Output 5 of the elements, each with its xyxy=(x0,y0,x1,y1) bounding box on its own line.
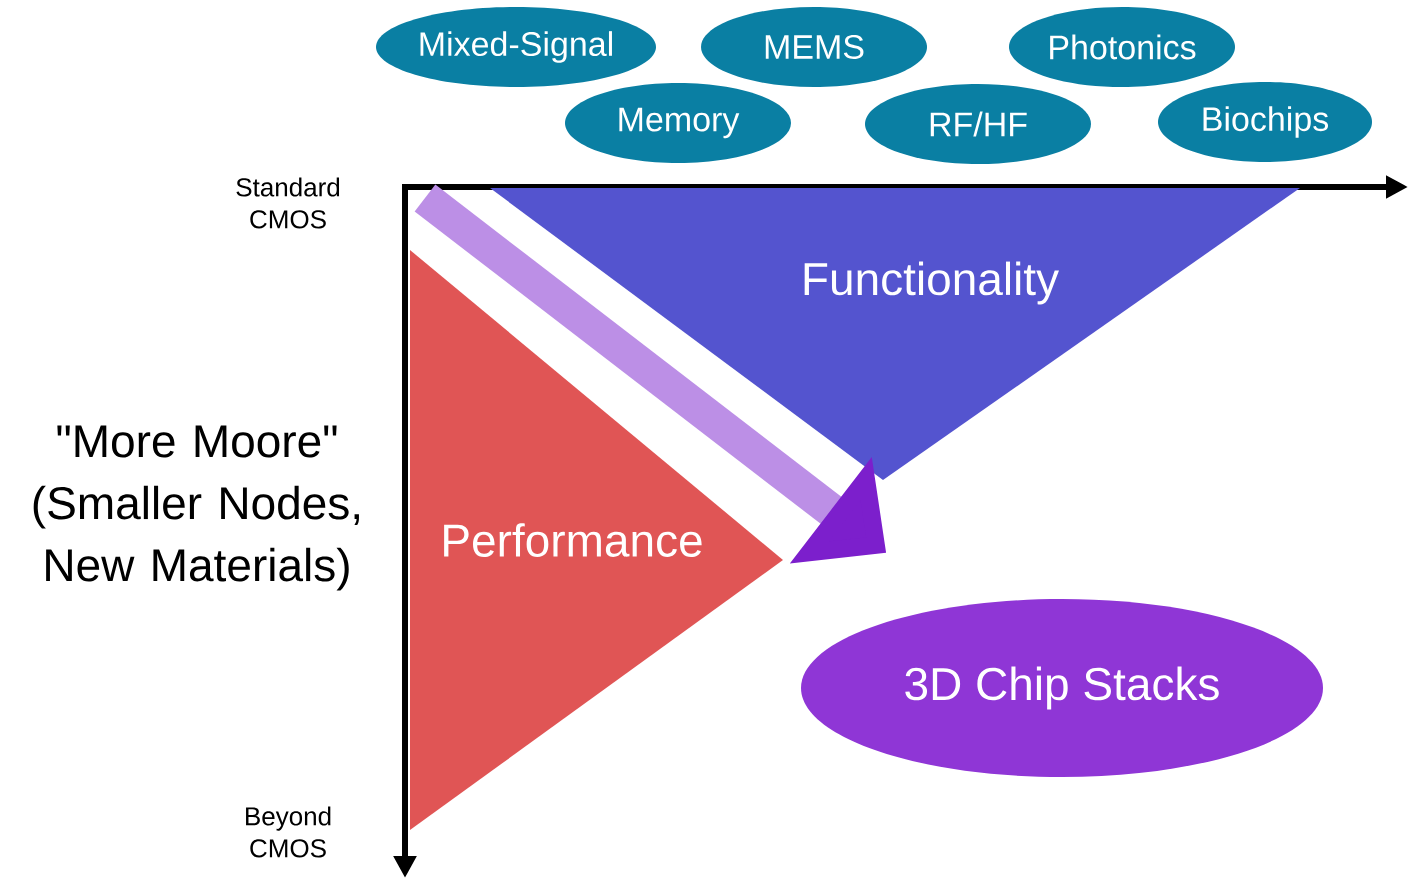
axis-label: Beyond CMOS xyxy=(246,806,331,858)
triangle: Performance xyxy=(410,250,783,830)
triangle: Functionality xyxy=(490,188,1300,480)
axis-label: Standard CMOS xyxy=(236,177,340,229)
axis-label: "More Moore" (Smaller Nodes, New Materials) xyxy=(33,425,359,591)
